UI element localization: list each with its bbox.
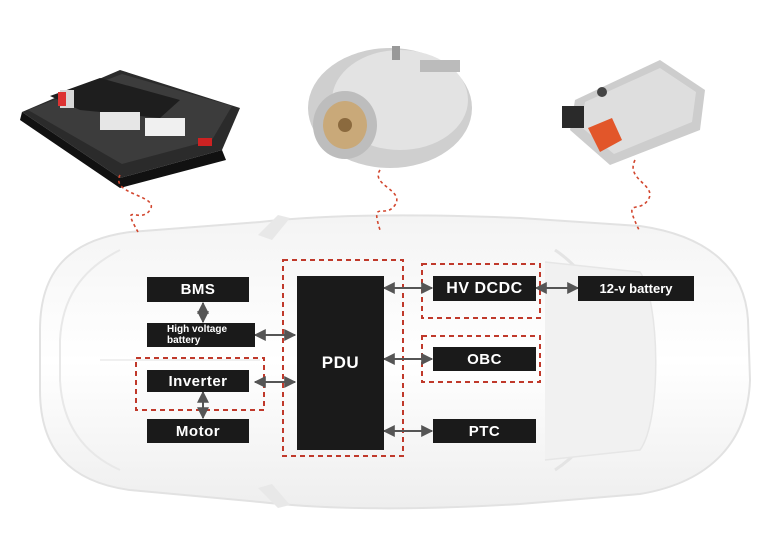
- ptc-block: PTC: [433, 419, 536, 443]
- motor-image: [308, 46, 472, 168]
- controller-image: [562, 60, 705, 165]
- motor-block: Motor: [147, 419, 249, 443]
- battery-pack-image: [20, 70, 240, 188]
- obc-group-box: [421, 335, 541, 383]
- obc-block: OBC: [433, 347, 536, 371]
- inverter-block: Inverter: [147, 370, 249, 392]
- car-silhouette: [39, 214, 752, 510]
- hv-dcdc-block: HV DCDC: [433, 276, 536, 301]
- lv-battery-block: 12-v battery: [578, 276, 694, 301]
- hv-battery-block: High voltage battery: [147, 323, 255, 347]
- connection-arrows: [197, 282, 580, 437]
- bms-block: BMS: [147, 277, 249, 302]
- pdu-block: PDU: [297, 276, 384, 450]
- leader-lines: [117, 159, 651, 233]
